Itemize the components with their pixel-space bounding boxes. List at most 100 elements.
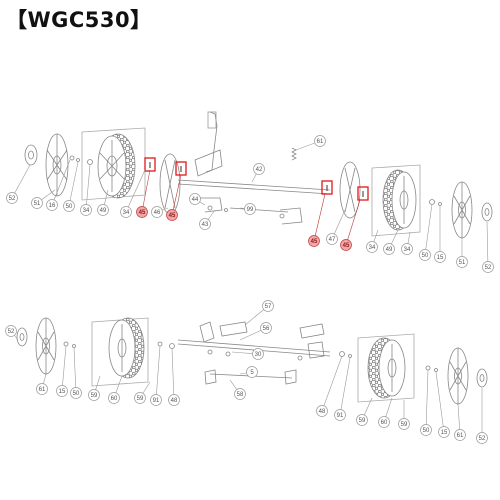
callout-circle [326,233,338,245]
callout-42: 42 [251,163,265,183]
callout-leader-line [345,199,361,246]
callout-label: 61 [317,139,324,145]
callout-circle [189,193,201,205]
callout-5: 5 [239,366,258,378]
rim-right-bottom [447,347,469,405]
callout-label: 30 [255,352,262,358]
callout-label: 45 [311,239,318,245]
callout-label: 61 [457,433,464,439]
callout-circle [88,389,100,401]
callout-label: 15 [437,255,444,261]
callout-99: 99 [239,203,256,215]
callout-15: 15 [56,345,68,397]
callout-circle [456,256,468,268]
callout-52: 52 [5,325,19,341]
callout-label: 50 [66,204,73,210]
callout-circle [80,204,92,216]
rear-axle-top [177,179,331,191]
callout-leader-line [424,203,433,256]
callout-91: 91 [334,357,351,421]
callout-label: 44 [192,197,199,203]
callout-circle [234,388,246,400]
callout-59: 59 [356,397,373,426]
callout-label: 60 [111,396,118,402]
callout-circle [262,300,274,312]
callout-leader-line [61,345,67,392]
callout-leader-line [11,164,31,199]
callout-circle [476,432,488,444]
callout-label: 46 [154,210,161,216]
callout-48: 48 [168,347,180,406]
callout-34: 34 [120,169,146,218]
callout-52: 52 [482,221,494,273]
callout-label: 49 [100,208,107,214]
callout-leader-line [171,174,182,216]
marker-box [357,186,369,201]
callout-label: 52 [485,265,492,271]
callout-label: 51 [34,201,41,207]
callout-50: 50 [70,347,82,399]
callout-label: 51 [459,260,466,266]
callout-label: 52 [8,329,15,335]
callout-circle [246,366,258,378]
hubcap-right-bottom [476,368,488,388]
callout-label: 34 [83,208,90,214]
callout-circle [340,239,352,251]
callout-leader-line [125,169,146,213]
callout-label: 42 [256,167,263,173]
callout-circle [356,414,368,426]
callout-label: 45 [169,213,176,219]
callout-leader-line [85,164,91,211]
callout-leader-line [141,169,151,213]
callout-label: 59 [91,393,98,399]
callout-46: 46 [151,206,169,218]
callout-label: 45 [343,243,350,249]
callout-59: 59 [398,400,410,430]
callout-label: 34 [404,247,411,253]
callout-43: 43 [199,209,216,230]
callout-leader-line [51,159,71,206]
callout-circle [401,243,413,255]
callout-label: 91 [153,398,160,404]
callout-circle [420,424,432,436]
callout-leader-line [435,371,445,433]
callout-60: 60 [378,397,393,428]
callout-circle [316,405,328,417]
page-title: 【WGC530】 [6,8,152,32]
top-assembly [24,111,493,239]
callout-circle [378,416,390,428]
wheel-left-bottom [108,317,145,379]
callout-circle [6,192,18,204]
callout-circle [168,394,180,406]
callout-label: 52 [479,436,486,442]
callout-45: 45 [166,174,182,221]
callout-61: 61 [454,403,466,441]
callout-49: 49 [97,189,109,216]
callout-48: 48 [316,355,343,417]
callout-label: 50 [73,391,80,397]
callout-59: 59 [88,375,101,401]
callout-label: 56 [263,326,270,332]
hubcap-right-top [481,202,493,222]
callout-label: 50 [422,253,429,259]
wheel-cover-left-top [159,153,181,215]
callout-circle [5,325,17,337]
callout-circle [46,199,58,211]
callout-circle [31,197,43,209]
callout-leader-line [313,193,326,242]
callout-leader-line [155,345,161,401]
callout-label: 59 [401,422,408,428]
callout-circle [398,418,410,430]
callout-label: 57 [265,304,272,310]
callout-label: 58 [237,392,244,398]
callout-circle [366,241,378,253]
callout-15: 15 [435,371,450,438]
callout-circle [244,203,256,215]
callout-51: 51 [456,238,468,268]
rim-left-top [45,133,69,197]
callout-34: 34 [80,164,92,216]
callout-circle [419,249,431,261]
callout-circle [334,409,346,421]
callout-label: 52 [9,196,16,202]
